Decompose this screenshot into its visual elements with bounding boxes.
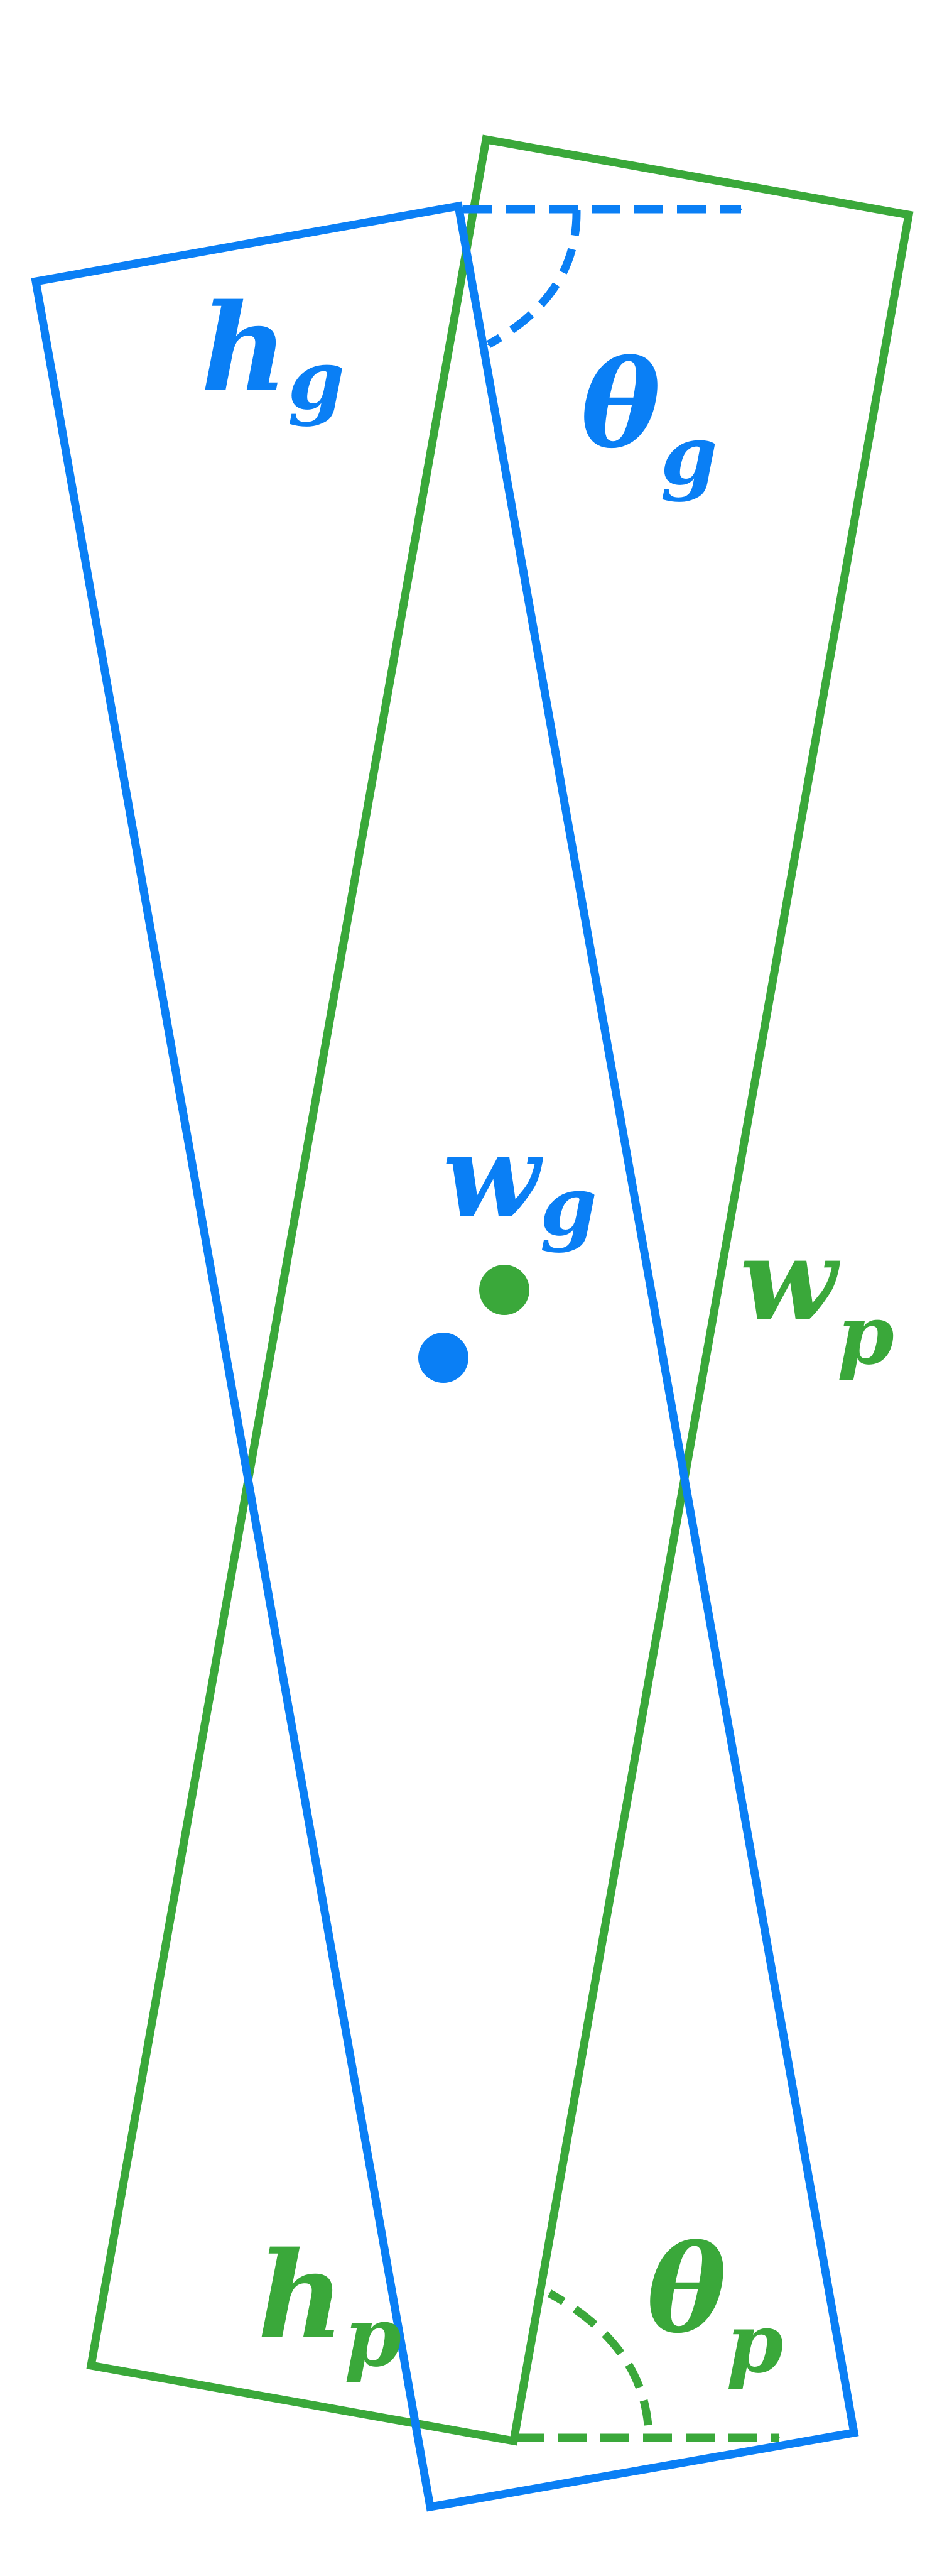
label-w-p-base: w: [740, 1214, 841, 1346]
label-w-g-sub: g: [540, 1158, 597, 1254]
label-h-p-base: h: [257, 2225, 344, 2366]
predicted-center-point: [479, 1265, 529, 1315]
label-w-g: wg: [443, 1110, 597, 1254]
label-theta-g-sub: g: [661, 407, 718, 503]
label-w-p-sub: p: [837, 1287, 894, 1383]
label-theta-g: θg: [581, 334, 718, 503]
ground-truth-box: [31, 201, 859, 2512]
label-h-g-base: h: [201, 278, 288, 418]
label-theta-p: θp: [647, 2219, 784, 2391]
theta-g-angle-arc: [486, 210, 581, 348]
theta-p-angle-arc: [547, 2289, 652, 2426]
label-h-p: hp: [257, 2225, 401, 2385]
label-h-g-sub: g: [288, 332, 345, 428]
label-w-g-base: w: [443, 1110, 544, 1243]
label-h-g: hg: [201, 278, 345, 428]
label-theta-g-base: θ: [581, 334, 661, 474]
predicted-box: [86, 134, 914, 2446]
label-theta-p-sub: p: [727, 2295, 784, 2391]
ground-truth-center-point: [418, 1333, 468, 1383]
label-theta-p-base: θ: [647, 2219, 727, 2359]
label-h-p-sub: p: [344, 2289, 401, 2385]
label-w-p: wp: [740, 1214, 894, 1383]
